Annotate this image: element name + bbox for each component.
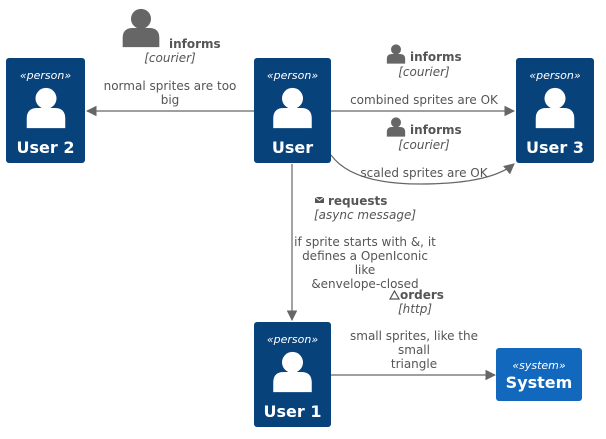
label-user-to-user1-desc-line: like (355, 263, 376, 277)
label-user-to-user3-scaled-desc-line: scaled sprites are OK (360, 166, 488, 180)
node-user2-stereotype: «person» (20, 69, 71, 82)
label-user-to-user1: requests [async message] if sprite start… (294, 194, 436, 291)
node-system-stereotype: «system» (512, 359, 566, 372)
label-user-to-user3-scaled-technology: [courier] (398, 138, 450, 152)
node-user-stereotype: «person» (267, 69, 318, 82)
label-user1-to-system: orders [http] small sprites, like the sm… (350, 288, 478, 371)
label-user1-to-system-desc-line: small (398, 343, 430, 357)
label-user-to-user1-desc-line: if sprite starts with &, it (294, 235, 436, 249)
node-user[interactable]: «person» User (254, 58, 331, 163)
label-user-to-user1-title: requests (328, 194, 387, 208)
label-user-to-user2-technology: [courier] (144, 51, 196, 65)
node-user3[interactable]: «person» User 3 (516, 58, 594, 163)
label-user-to-user2-desc-line: normal sprites are too (104, 79, 237, 93)
person-sprite-icon (386, 117, 406, 137)
edge-user-to-user3-scaled (330, 154, 515, 185)
envelope-closed-icon (314, 196, 325, 203)
node-user1-name: User 1 (264, 402, 322, 421)
node-system[interactable]: «system» System (496, 348, 582, 401)
triangle-icon (388, 289, 401, 300)
node-system-name: System (506, 373, 573, 392)
label-user1-to-system-desc-line: triangle (391, 357, 437, 371)
label-user-to-user3-scaled-title: informs (410, 123, 462, 137)
node-user3-name: User 3 (526, 138, 584, 157)
person-sprite-icon (386, 44, 406, 64)
node-user3-stereotype: «person» (529, 69, 580, 82)
label-user-to-user3-combined: informs [courier] combined sprites are O… (350, 44, 499, 107)
label-user-to-user3-combined-technology: [courier] (398, 65, 450, 79)
label-user-to-user3-combined-title: informs (410, 50, 462, 64)
label-user-to-user1-desc-line: &envelope-closed (311, 277, 418, 291)
node-user1[interactable]: «person» User 1 (254, 322, 331, 427)
node-user2[interactable]: «person» User 2 (6, 58, 85, 163)
label-user1-to-system-title: orders (400, 288, 444, 302)
label-user-to-user3-combined-desc-line: combined sprites are OK (350, 93, 499, 107)
label-user-to-user1-technology: [async message] (314, 208, 416, 222)
node-user2-name: User 2 (17, 138, 75, 157)
person-sprite-large-icon (122, 8, 160, 48)
node-user1-stereotype: «person» (267, 333, 318, 346)
node-user-name: User (272, 138, 313, 157)
label-user1-to-system-desc-line: small sprites, like the (350, 329, 478, 343)
label-user-to-user3-scaled: informs [courier] scaled sprites are OK (360, 117, 489, 180)
label-user1-to-system-technology: [http] (398, 302, 432, 316)
label-user-to-user2: informs [courier] normal sprites are too… (104, 8, 237, 107)
label-user-to-user1-desc-line: defines a OpenIconic (302, 249, 428, 263)
label-user-to-user2-desc-line: big (161, 93, 180, 107)
label-user-to-user2-title: informs (169, 37, 221, 51)
